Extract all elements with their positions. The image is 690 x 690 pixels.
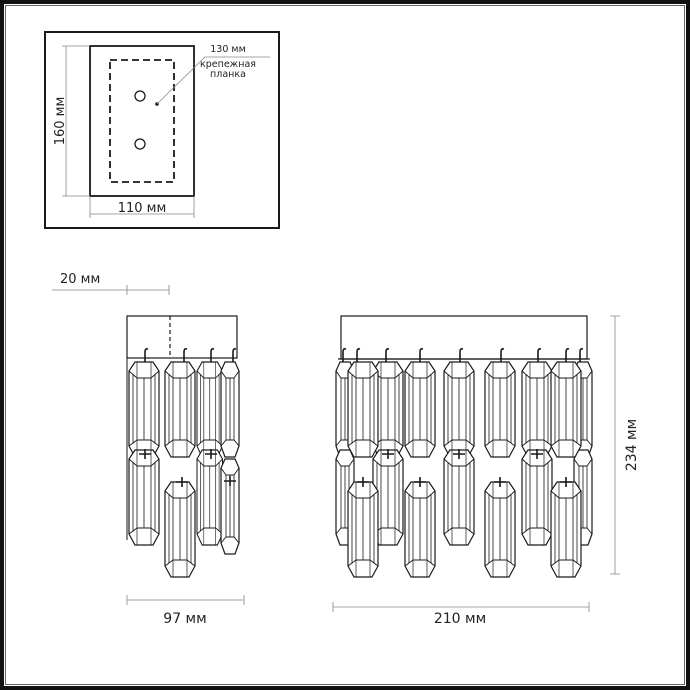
front-height-label: 234 мм: [624, 419, 640, 471]
screw-hole-top: [134, 90, 146, 102]
height-dimension-line: [62, 45, 90, 197]
bracket-size-label: 130 мм: [210, 44, 246, 55]
front-width-label: 210 мм: [434, 611, 486, 627]
front-width-dimension-line: [332, 602, 590, 612]
side-canopy: [126, 315, 238, 359]
bracket-name-line1: крепежная: [200, 59, 256, 70]
depth-label: 97 мм: [163, 611, 206, 627]
plate-height-label: 160 мм: [53, 97, 68, 146]
offset-label: 20 мм: [60, 272, 100, 287]
page-frame-inner: [5, 5, 685, 685]
mounting-bracket-dashed: [109, 59, 175, 183]
mount-plate-diagram: 130 мм крепежная планка 160 мм 110 мм: [44, 31, 280, 229]
plate-width-label: 110 мм: [118, 201, 167, 216]
width-dimension-line: [89, 196, 195, 218]
offset-dimension-line: [52, 285, 170, 295]
depth-dimension-line: [126, 595, 245, 605]
mount-plate-outline: [89, 45, 195, 197]
front-view-diagram: 210 мм 234 мм: [332, 315, 640, 627]
front-canopy: [340, 315, 588, 360]
leader-line: [156, 56, 270, 105]
front-height-dimension-line: [610, 315, 620, 575]
side-view-diagram: 20 мм 97 мм: [52, 272, 245, 627]
bracket-name-line2: планка: [210, 69, 246, 80]
screw-hole-bottom: [134, 138, 146, 150]
